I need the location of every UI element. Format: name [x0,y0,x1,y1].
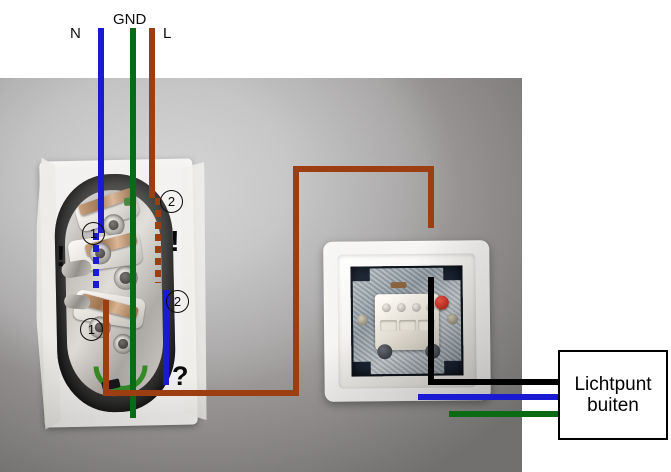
neutral-label: N [70,25,81,42]
warning-exclamation-right: ! [170,226,180,258]
marker-circle-1-upper: 1 [82,222,105,245]
lamp-label-line1: Lichtpunt [574,373,652,395]
marker-circle-2-lower: 2 [166,290,189,313]
wire-live-top-run-to-switch [293,166,434,172]
wire-live-dotted-jumper [155,198,161,283]
live-label: L [163,25,172,42]
wire-live-drop-from-socket [103,300,109,396]
wire-switched-live-to-lamp [428,379,562,385]
wire-neutral-dotted-jumper [93,233,99,293]
wire-lamp-neutral [418,394,562,400]
wire-live-riser-to-switch [293,166,299,394]
wire-ground-main [130,28,136,418]
photo-vignette [0,78,522,472]
lamp-label-line2: buiten [587,395,639,416]
question-marker: ? [172,361,189,391]
wire-lamp-ground [449,411,562,417]
wire-live-top [149,28,155,198]
wall-photograph [0,78,522,472]
ground-label: GND [113,11,147,28]
marker-circle-2-upper: 2 [160,190,183,213]
wire-live-run-bottom [103,390,299,396]
wire-neutral-top [98,28,104,233]
lamp-label-box: Lichtpunt buiten [558,350,668,440]
wire-live-into-switch [428,166,434,228]
wire-neutral-stub-unknown [163,290,169,385]
marker-circle-1-lower: 1 [80,318,103,341]
wire-switched-live-drop [428,277,434,385]
warning-exclamation-left: ! [56,241,66,273]
